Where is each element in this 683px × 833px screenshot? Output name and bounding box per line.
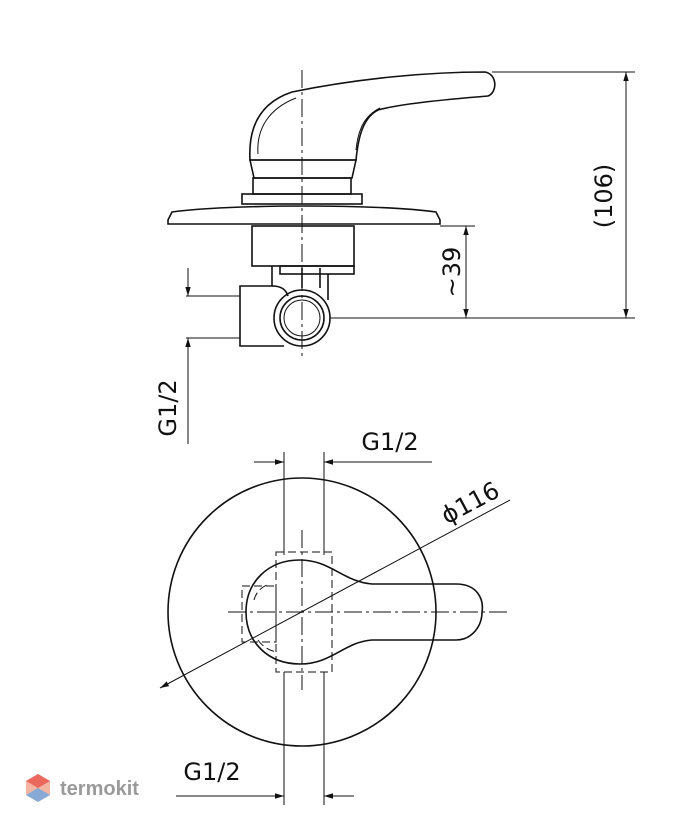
hidden-inlet-outline (241, 585, 277, 643)
watermark: termokit (26, 774, 139, 802)
dim-depth: ~39 (438, 247, 466, 298)
dim-top-thread: G1/2 (361, 428, 418, 456)
lever-handle-inner (257, 97, 381, 155)
watermark-text: termokit (60, 778, 139, 800)
front-handle-detail-top (253, 583, 271, 601)
front-handle-detail-bottom (257, 639, 277, 653)
valve-body (251, 225, 355, 267)
front-handle (245, 559, 484, 665)
dim-total-height: (106) (590, 164, 618, 229)
handle-base (249, 159, 357, 179)
dim-side-inlet: G1/2 (154, 379, 182, 436)
valve-body-lower (279, 265, 355, 275)
dim-bottom-thread: G1/2 (183, 758, 240, 786)
lever-handle (249, 71, 496, 161)
front-view: G1/2 ϕ116 G1/2 (159, 428, 511, 805)
cover-plate (167, 205, 441, 225)
outlet-connector (239, 266, 284, 347)
dim-line-diameter (159, 499, 511, 689)
hexagon-logo-icon (26, 774, 50, 802)
side-view: (106) ~39 G1/2 (154, 70, 635, 444)
